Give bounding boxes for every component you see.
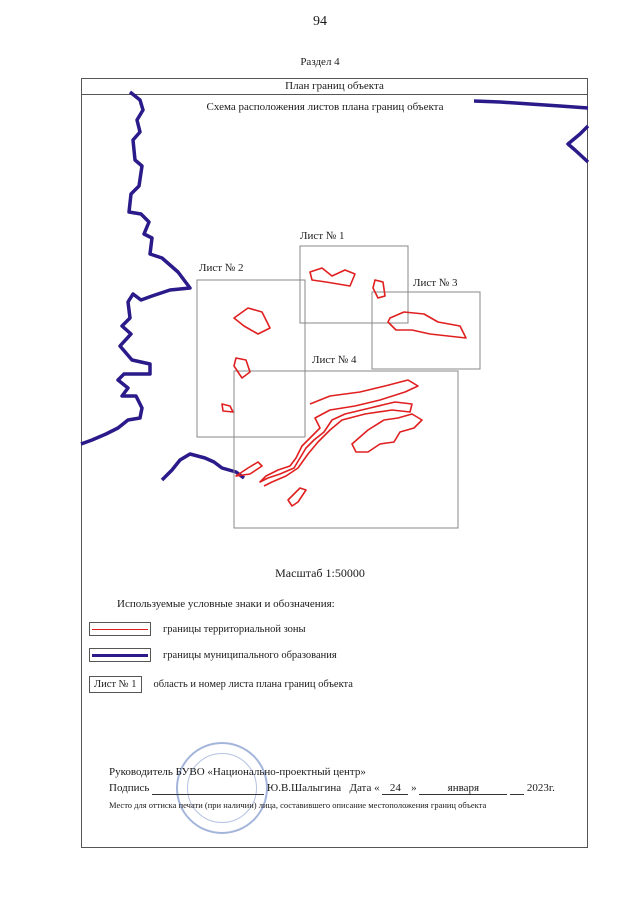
sheet-box-1 bbox=[299, 245, 409, 324]
zone-contour bbox=[351, 413, 423, 453]
page-number: 94 bbox=[313, 14, 327, 29]
date-gap bbox=[510, 782, 525, 795]
signature-line1: Руководитель БУВО «Национально-проектный… bbox=[109, 766, 366, 778]
municipal-border-swatch bbox=[89, 648, 151, 662]
scale-label: Масштаб 1:50000 bbox=[275, 566, 365, 580]
zone-contour bbox=[372, 279, 386, 299]
zone-contour bbox=[309, 267, 356, 287]
zone-contour bbox=[287, 487, 307, 507]
zone-borders bbox=[221, 267, 467, 507]
zone-border-swatch bbox=[89, 622, 151, 636]
legend-zone-label: границы территориальной зоны bbox=[163, 623, 306, 635]
legend-sheet-label: область и номер листа плана границ объек… bbox=[153, 679, 353, 690]
section-title: Раздел 4 bbox=[300, 56, 340, 68]
legend-row-municipal: границы муниципального образования bbox=[89, 648, 337, 662]
legend-row-zone: границы территориальной зоны bbox=[89, 622, 306, 636]
sheet-box-4 bbox=[233, 370, 459, 529]
signature-field bbox=[152, 782, 265, 795]
sheet-sample-box: Лист № 1 bbox=[89, 676, 142, 693]
date-sep: » bbox=[411, 782, 417, 794]
sheet-label-1: Лист № 1 bbox=[300, 230, 345, 242]
date-month: января bbox=[419, 782, 508, 795]
legend-municipal-label: границы муниципального образования bbox=[163, 649, 337, 661]
date-year: 2023г. bbox=[526, 782, 555, 794]
legend-row-sheet: Лист № 1 область и номер листа плана гра… bbox=[89, 676, 353, 693]
zone-contour bbox=[233, 307, 271, 335]
seal-stamp bbox=[176, 742, 268, 834]
sheet-box-3 bbox=[371, 291, 481, 370]
sheet-box-2 bbox=[196, 279, 306, 438]
date-label: Дата « bbox=[349, 782, 380, 794]
municipal-border-right-lower bbox=[160, 452, 246, 482]
zone-contour bbox=[387, 311, 467, 339]
municipal-border-left bbox=[80, 90, 192, 446]
date-day: 24 bbox=[382, 782, 409, 795]
stamp-place-note: Место для оттиска печати (при наличии) л… bbox=[109, 800, 487, 810]
zone-contour bbox=[221, 403, 234, 413]
signature-line2: Подпись Ю.В.Шалыгина Дата « 24 » января … bbox=[109, 782, 555, 795]
plan-frame: План границ объекта bbox=[81, 78, 588, 848]
municipal-border-right bbox=[566, 124, 590, 164]
municipal-border-top bbox=[473, 99, 589, 110]
sheet-label-3: Лист № 3 bbox=[413, 277, 458, 289]
legend-title: Используемые условные знаки и обозначени… bbox=[117, 598, 335, 610]
signer-name: Ю.В.Шалыгина bbox=[266, 782, 342, 794]
sheet-label-2: Лист № 2 bbox=[199, 262, 244, 274]
frame-title: План границ объекта bbox=[82, 79, 587, 95]
zone-contour bbox=[259, 379, 419, 487]
scheme-title: Схема расположения листов плана границ о… bbox=[206, 101, 444, 113]
zone-contour bbox=[233, 357, 251, 379]
sheet-label-4: Лист № 4 bbox=[312, 354, 357, 366]
zone-contour bbox=[235, 461, 263, 477]
signature-label: Подпись bbox=[109, 782, 150, 794]
